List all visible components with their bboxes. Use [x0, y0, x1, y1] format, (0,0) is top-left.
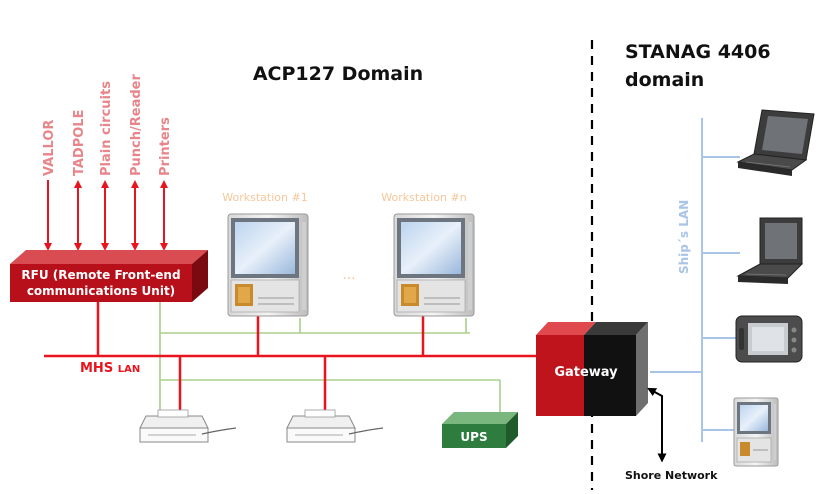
- rfu-label-line1: RFU (Remote Front-end: [21, 268, 180, 282]
- input-label-tadpole: TADPOLE: [72, 110, 87, 176]
- acp127-domain-title: ACP127 Domain: [253, 63, 423, 85]
- shore-network-label: Shore Network: [625, 469, 718, 482]
- laptop-2[interactable]: [736, 217, 804, 284]
- rfu-box[interactable]: RFU (Remote Front-end communications Uni…: [10, 250, 208, 302]
- workstation-ellipsis: ...: [342, 267, 355, 283]
- workstation-1-label: Workstation #1: [222, 191, 307, 204]
- stanag-domain-title-line2: domain: [625, 69, 704, 91]
- workstation-n[interactable]: [393, 213, 475, 317]
- rfu-label-line2: communications Unit): [27, 284, 175, 298]
- stanag-domain-title-line1: STANAG 4406: [625, 41, 771, 63]
- ships-lan-label: Ship´s LAN: [677, 200, 691, 274]
- input-label-plain-circuits: Plain circuits: [99, 81, 114, 176]
- ups-box[interactable]: UPS: [442, 412, 518, 448]
- printer-2[interactable]: [286, 409, 384, 443]
- gateway-box[interactable]: Gateway: [536, 322, 648, 416]
- mhs-lan: [44, 302, 536, 416]
- input-label-punch-reader: Punch/Reader: [129, 74, 144, 176]
- gateway-label: Gateway: [554, 365, 618, 380]
- input-label-vallor: VALLOR: [42, 120, 57, 176]
- ships-lan: [650, 118, 740, 442]
- input-label-printers: Printers: [158, 117, 173, 176]
- mhs-lan-label: MHS LAN: [80, 361, 140, 376]
- ship-workstation[interactable]: [733, 397, 779, 467]
- workstation-n-label: Workstation #n: [381, 191, 466, 204]
- workstation-1[interactable]: [227, 213, 309, 317]
- shore-network-arrow: [647, 387, 667, 463]
- rugged-tablet[interactable]: [735, 315, 803, 363]
- printer-1[interactable]: [139, 409, 237, 443]
- ups-label: UPS: [460, 430, 487, 444]
- input-labels: VALLOR TADPOLE Plain circuits Punch/Read…: [42, 74, 173, 176]
- laptop-1[interactable]: [736, 109, 815, 176]
- input-arrows: [44, 180, 168, 251]
